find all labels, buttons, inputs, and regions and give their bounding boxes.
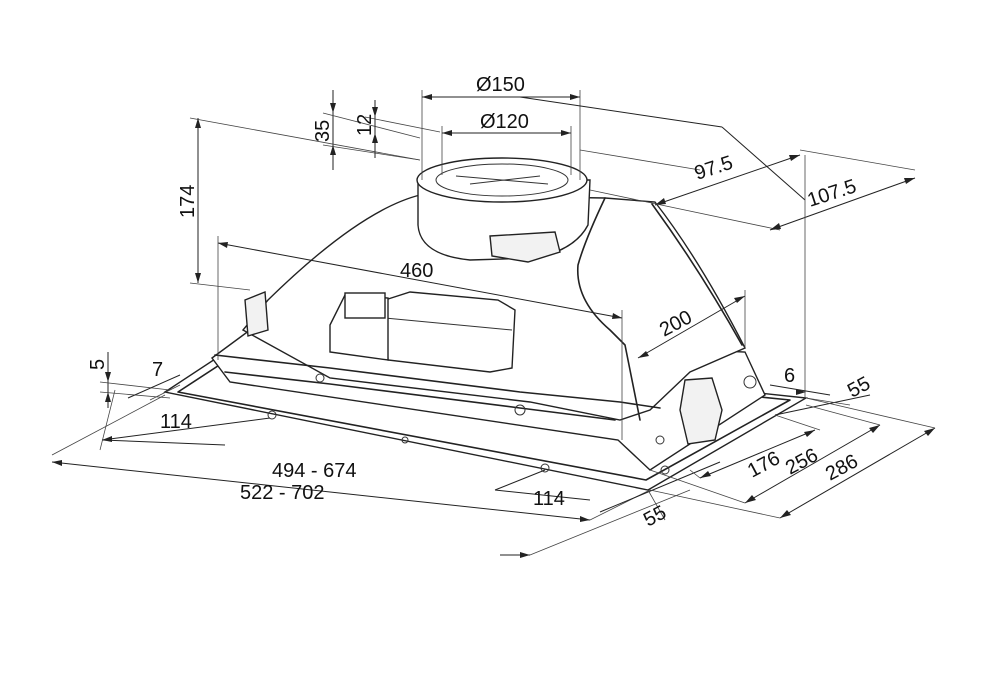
label-w494-674: 494 - 674 bbox=[272, 460, 357, 482]
right-side-face-inner bbox=[651, 203, 743, 346]
dimension-lines bbox=[51, 90, 936, 558]
fixing-hole bbox=[401, 436, 409, 444]
label-d256: 256 bbox=[782, 444, 822, 479]
label-d114-right: 114 bbox=[533, 488, 565, 510]
outlet-ring-inner bbox=[435, 163, 569, 197]
label-d107-5: 107.5 bbox=[805, 175, 859, 211]
label-h35: 35 bbox=[312, 120, 334, 142]
label-h5: 5 bbox=[87, 359, 109, 370]
label-d7: 7 bbox=[152, 359, 163, 381]
label-d55-right: 55 bbox=[844, 373, 874, 403]
label-w460: 460 bbox=[400, 260, 433, 282]
motor-housing-ridge bbox=[384, 317, 513, 331]
front-rail-lower bbox=[224, 371, 616, 421]
label-w522-702: 522 - 702 bbox=[240, 482, 325, 504]
label-d176: 176 bbox=[744, 447, 784, 482]
label-h12: 12 bbox=[354, 114, 376, 136]
label-d6: 6 bbox=[784, 365, 795, 387]
fixing-hole bbox=[514, 404, 526, 416]
fixing-hole bbox=[660, 465, 670, 475]
collar-badge bbox=[489, 231, 561, 263]
label-d55-bottom: 55 bbox=[640, 502, 670, 532]
label-d150: Ø150 bbox=[476, 74, 525, 96]
front-rail bbox=[214, 354, 661, 409]
right-side-face bbox=[577, 197, 641, 421]
label-d120: Ø120 bbox=[480, 111, 529, 133]
fixing-hole bbox=[743, 375, 757, 389]
hood-body bbox=[163, 157, 809, 491]
damper-blade-2 bbox=[469, 175, 541, 185]
right-bracket bbox=[679, 377, 723, 445]
label-h174: 174 bbox=[177, 185, 199, 218]
fixing-hole bbox=[540, 463, 550, 473]
left-bracket bbox=[244, 290, 269, 337]
switch-block bbox=[344, 292, 386, 319]
fixing-hole bbox=[267, 410, 277, 420]
label-d114-left: 114 bbox=[160, 411, 192, 433]
fixing-hole bbox=[315, 373, 325, 383]
motor-housing bbox=[384, 291, 516, 373]
fixing-hole bbox=[655, 435, 665, 445]
